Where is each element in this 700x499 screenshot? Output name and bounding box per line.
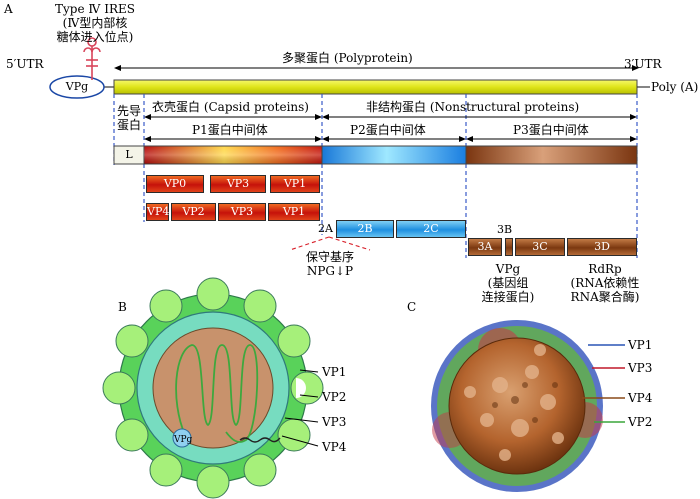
ires-label: Type Ⅳ IRES (Ⅳ型内部核 糖体进入位点) (55, 2, 135, 44)
p2-label: P2蛋白中间体 (350, 123, 426, 137)
leader-protein-label: 先导 蛋白 (116, 104, 141, 132)
capsid-cross-section (102, 277, 324, 499)
conserved-motif-label: 保守基序 NPG↓P (305, 250, 354, 278)
segment-vp3: VP3 (210, 175, 266, 193)
panel-label-a: A (4, 2, 13, 16)
polyprotein-label: 多聚蛋白 (Polyprotein) (282, 51, 413, 65)
poly-a-label: Poly (A) (651, 80, 699, 94)
panel-b-vp4-label: VP4 (322, 440, 347, 454)
p1-label: P1蛋白中间体 (192, 123, 268, 137)
panel-b-vpg-label: VPg (174, 435, 193, 445)
segment-vp2: VP2 (171, 203, 216, 221)
segment-vp1-b: VP1 (268, 203, 320, 221)
capsid-proteins-label: 衣壳蛋白 (Capsid proteins) (152, 100, 309, 114)
segment-3a: 3A (468, 238, 502, 256)
segment-3b-label: 3B (497, 223, 513, 236)
segment-2c: 2C (396, 220, 466, 238)
panel-c-vp1-label: VP1 (628, 338, 653, 352)
panel-b-vp2-label: VP2 (322, 390, 347, 404)
panel-label-b: B (118, 300, 127, 314)
panel-label-c: C (407, 300, 417, 314)
utr3-label: 3′UTR (624, 57, 662, 71)
segment-3c: 3C (515, 238, 565, 256)
segment-vp3-b: VP3 (218, 203, 266, 221)
panel-c-vp3-label: VP3 (628, 361, 653, 375)
leader-segment-label: L (125, 148, 133, 161)
segment-vp4: VP4 (146, 203, 169, 221)
panel-c-vp2-label: VP2 (628, 415, 653, 429)
vpg-label: VPg (65, 80, 89, 93)
segment-2a-label: 2A (318, 222, 333, 235)
segment-3d: 3D (567, 238, 637, 256)
rdrp-description: RdRp (RNA依赖性 RNA聚合酶) (570, 262, 640, 304)
nonstructural-proteins-label: 非结构蛋白 (Nonstructural proteins) (366, 100, 580, 114)
vpg-description: VPg (基因组 连接蛋白) (481, 262, 535, 304)
p3-label: P3蛋白中间体 (513, 123, 589, 137)
panel-c-vp4-label: VP4 (628, 391, 653, 405)
segment-vp0: VP0 (146, 175, 204, 193)
panel-b-vp1-label: VP1 (322, 365, 347, 379)
segment-3b (505, 238, 513, 256)
segment-vp1: VP1 (270, 175, 320, 193)
utr5-label: 5′UTR (6, 57, 44, 71)
capsid-3d-model (431, 320, 625, 492)
panel-b-vp3-label: VP3 (322, 415, 347, 429)
segment-2b: 2B (336, 220, 394, 238)
